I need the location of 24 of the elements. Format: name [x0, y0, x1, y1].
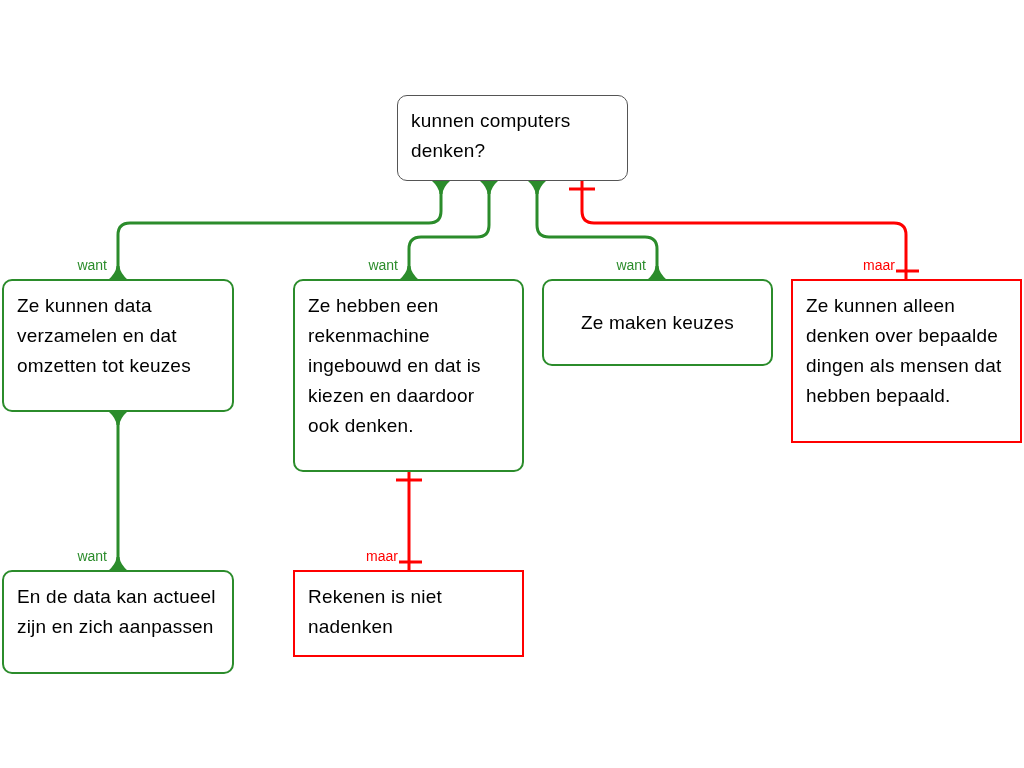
node-text: Ze hebben een rekenmachine ingebouwd en dat is kiezen en daardoor ook denken.	[308, 294, 482, 438]
argument-box	[2, 570, 234, 674]
argument-box	[791, 279, 1022, 443]
connector-line	[567, 181, 921, 279]
connector-line	[399, 180, 499, 280]
question-box	[397, 95, 628, 181]
edge-label: want	[76, 548, 108, 564]
argument-box	[2, 279, 234, 412]
connector-line	[527, 180, 667, 280]
node-text: Ze kunnen data verzamelen en dat omzetten tot keuzes	[17, 294, 192, 378]
node-text: Ze kunnen alleen denken over bepaalde dingen als mensen dat hebben bepaald.	[806, 294, 1003, 408]
connector-line	[394, 472, 424, 570]
node-text: En de data kan actueel zijn en zich aanpassen	[17, 585, 217, 639]
argument-box	[542, 279, 773, 366]
node-text: kunnen computers denken?	[411, 109, 572, 163]
node-text: Ze maken keuzes	[581, 310, 734, 335]
argument-box	[293, 279, 524, 472]
edge-label: want	[367, 257, 399, 273]
argument-box	[293, 570, 524, 657]
edge-label: want	[615, 257, 647, 273]
connector-line	[108, 180, 451, 280]
node-text: Rekenen is niet nadenken	[308, 585, 443, 639]
connector-line	[108, 411, 128, 571]
edge-label: want	[76, 257, 108, 273]
